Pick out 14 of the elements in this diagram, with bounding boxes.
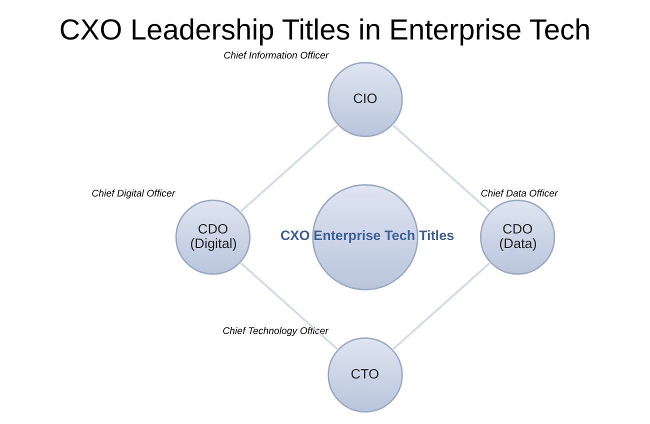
node-circle	[312, 184, 418, 290]
node-circle: CTO	[328, 337, 403, 413]
node-circle: CDO (Digital)	[175, 200, 251, 275]
node-label: Chief Digital Officer	[92, 188, 176, 200]
connector	[392, 124, 491, 213]
node-circle: CDO (Data)	[480, 200, 556, 275]
node-label: Chief Information Officer	[224, 50, 329, 62]
connector	[392, 262, 491, 350]
node-label: CXO Enterprise Tech Titles	[280, 228, 454, 243]
node-circle: CIO	[328, 62, 403, 138]
node-label: Chief Data Officer	[480, 188, 558, 200]
diagram-title: CXO Leadership Titles in Enterprise Tech	[59, 14, 591, 46]
connector	[240, 124, 339, 213]
connector	[240, 262, 339, 350]
